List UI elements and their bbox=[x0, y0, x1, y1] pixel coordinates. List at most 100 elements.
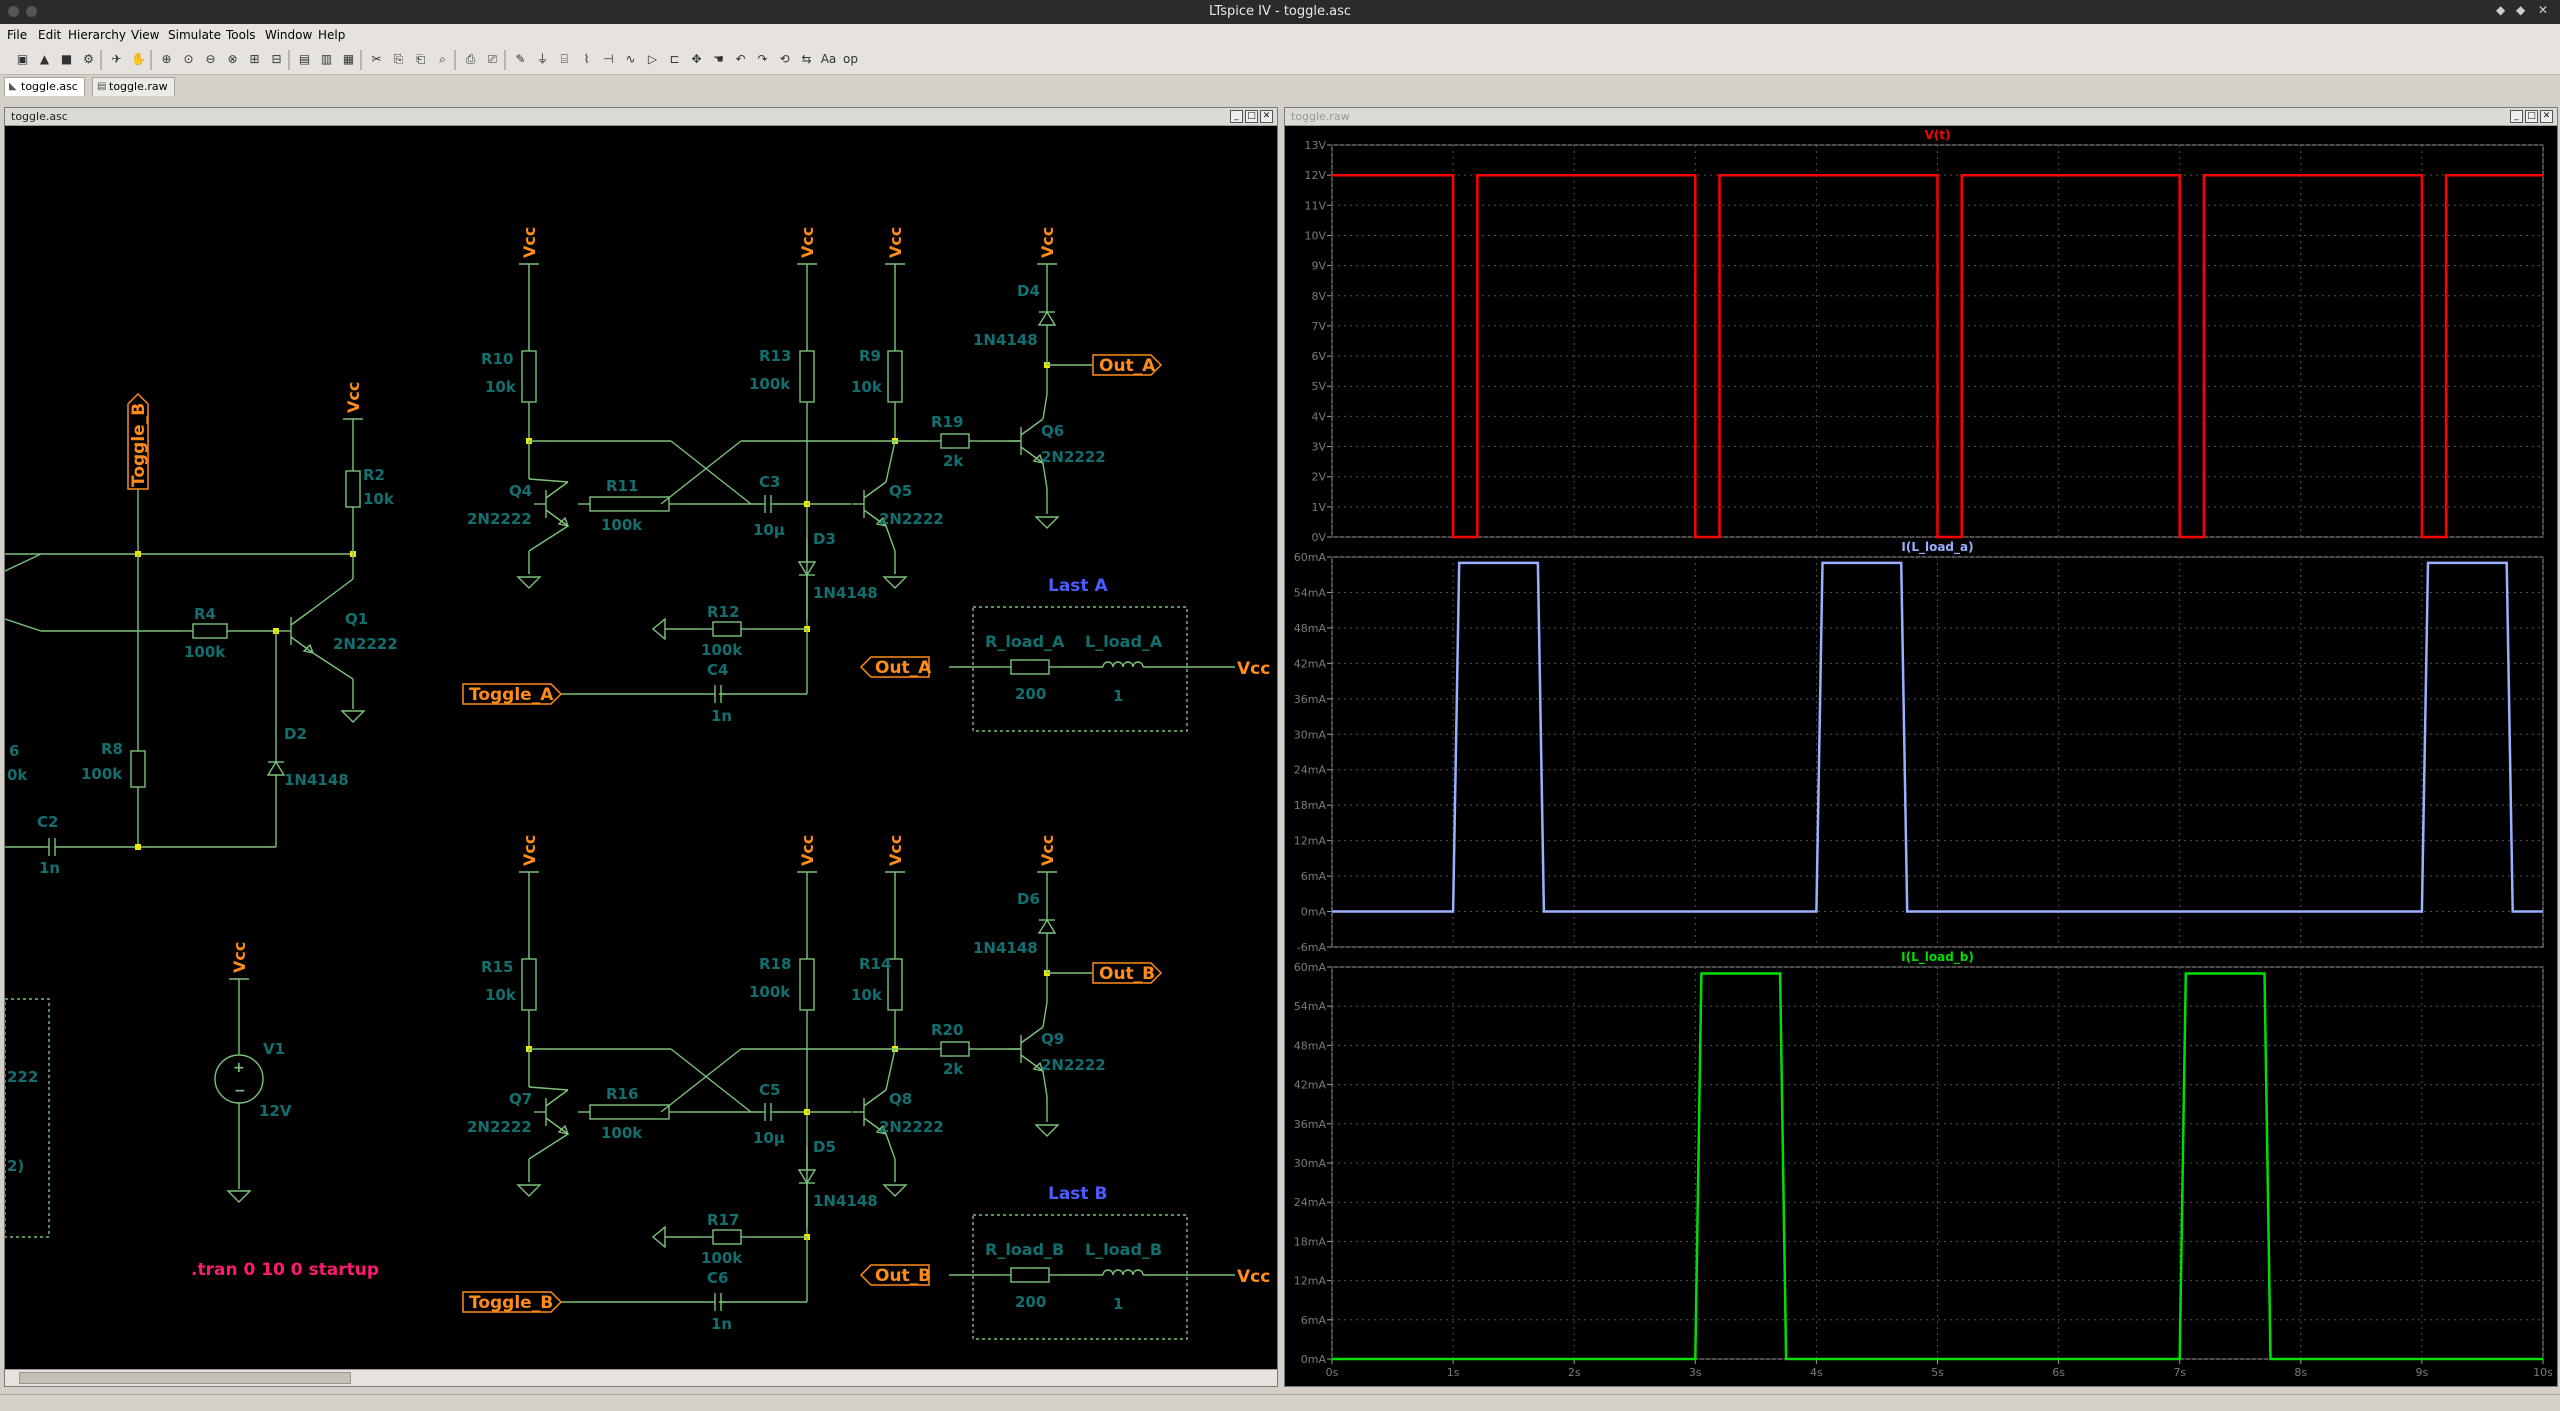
tab-toggle-raw[interactable]: ▤ toggle.raw bbox=[92, 77, 175, 96]
menu-tools[interactable]: Tools bbox=[226, 28, 256, 42]
ground-icon[interactable]: ⏚ bbox=[536, 52, 549, 66]
zoom-in-icon[interactable]: ⊕ bbox=[161, 52, 172, 66]
cut-icon[interactable]: ✂ bbox=[371, 52, 382, 66]
menu-view[interactable]: View bbox=[131, 28, 160, 42]
undo-icon[interactable]: ↶ bbox=[735, 52, 746, 66]
tab-toggle-asc[interactable]: ◣ toggle.asc bbox=[4, 77, 85, 96]
window-close-icon[interactable]: ✕ bbox=[2538, 3, 2549, 17]
close-dot-icon[interactable] bbox=[8, 6, 19, 17]
schematic-canvas[interactable]: Toggle_BVccR210kR4100kR8100kQ12N2222D21N… bbox=[5, 126, 1277, 1370]
inductor-icon[interactable]: ∿ bbox=[625, 52, 636, 66]
rotate-icon[interactable]: ⟲ bbox=[779, 52, 790, 66]
label-D2-value: 1N4148 bbox=[284, 771, 349, 789]
schematic-close-button[interactable]: ✕ bbox=[1260, 110, 1273, 123]
trace-line-2 bbox=[1332, 561, 2543, 913]
resistor-icon[interactable]: ⌇ bbox=[583, 52, 590, 66]
menu-file[interactable]: File bbox=[7, 28, 28, 42]
window-maximize-icon[interactable]: ◆ bbox=[2516, 3, 2526, 17]
inductor-coil bbox=[1122, 1269, 1134, 1276]
minimize-dot-icon[interactable] bbox=[26, 6, 37, 17]
tile-vertical-icon[interactable]: ▦ bbox=[342, 52, 355, 66]
wire bbox=[863, 509, 887, 527]
wire-icon[interactable]: ✎ bbox=[515, 52, 526, 66]
label-R16-value: 100k bbox=[601, 1124, 643, 1142]
run-icon[interactable]: ✈ bbox=[111, 52, 122, 66]
transistor-arrow bbox=[875, 1124, 888, 1135]
label-D6: D6 bbox=[1017, 890, 1040, 908]
label-icon[interactable]: ⌸ bbox=[560, 52, 569, 66]
label-D4-value: 1N4148 bbox=[973, 331, 1038, 349]
redo-icon[interactable]: ↷ bbox=[757, 52, 768, 66]
cascade-icon[interactable]: ▥ bbox=[320, 52, 333, 66]
fit-icon[interactable]: ⊟ bbox=[271, 52, 282, 66]
wire bbox=[863, 481, 887, 499]
wire bbox=[528, 478, 569, 483]
wire bbox=[670, 1048, 752, 1113]
label-LloadB: L_load_B bbox=[1085, 1240, 1162, 1259]
move-icon[interactable]: ✥ bbox=[691, 52, 702, 66]
zoom-pan-icon[interactable]: ⊙ bbox=[183, 52, 194, 66]
resistor-R17 bbox=[712, 1229, 742, 1245]
vcc-label: Vcc bbox=[520, 227, 539, 258]
y-tick-label: 5V bbox=[1311, 380, 1326, 393]
transistor-arrow bbox=[302, 643, 315, 654]
diode-icon[interactable]: ▷ bbox=[647, 52, 658, 66]
zoom-cancel-icon[interactable]: ⊗ bbox=[227, 52, 238, 66]
control-panel-icon[interactable]: ⚙ bbox=[83, 52, 94, 66]
waveform-close-button[interactable]: ✕ bbox=[2540, 110, 2553, 123]
schematic-tab-icon: ◣ bbox=[9, 81, 17, 92]
menu-help[interactable]: Help bbox=[318, 28, 346, 42]
schematic-minimize-button[interactable]: _ bbox=[1230, 110, 1243, 123]
label-R4: R4 bbox=[194, 605, 216, 623]
label-R17-value: 100k bbox=[701, 1249, 743, 1267]
print-icon[interactable]: ⎙ bbox=[465, 52, 476, 66]
load-box bbox=[972, 1214, 1188, 1340]
find-icon[interactable]: ⌕ bbox=[439, 52, 446, 66]
toolbar-separator bbox=[504, 50, 506, 70]
vcc-label: Vcc bbox=[344, 382, 363, 413]
window-minimize-icon[interactable]: ◆ bbox=[2496, 3, 2506, 17]
label-R14: R14 bbox=[859, 955, 891, 973]
toolbar-separator bbox=[454, 50, 456, 70]
drag-icon[interactable]: ☚ bbox=[713, 52, 724, 66]
tag-out_b-in: Out_B bbox=[875, 1266, 931, 1286]
print-preview-icon[interactable]: ⎚ bbox=[487, 52, 498, 66]
resistor-R12 bbox=[712, 621, 742, 637]
wire bbox=[670, 440, 752, 505]
menu-edit[interactable]: Edit bbox=[38, 28, 62, 42]
text-icon[interactable]: Aa bbox=[820, 52, 837, 66]
mirror-icon[interactable]: ⇆ bbox=[801, 52, 812, 66]
zoom-out-icon[interactable]: ⊖ bbox=[205, 52, 216, 66]
open-icon[interactable]: ▲ bbox=[39, 52, 50, 66]
label-RloadB: R_load_B bbox=[985, 1240, 1064, 1259]
save-icon[interactable]: ■ bbox=[60, 52, 73, 66]
halt-icon[interactable]: ✋ bbox=[131, 52, 146, 66]
wire bbox=[312, 652, 354, 680]
label-RloadA: R_load_A bbox=[985, 632, 1065, 651]
capacitor-icon[interactable]: ⊣ bbox=[603, 52, 614, 66]
spice-directive-icon[interactable]: op bbox=[843, 52, 858, 66]
menu-hierarchy[interactable]: Hierarchy bbox=[68, 28, 127, 42]
waveform-canvas[interactable]: 13V12V11V10V9V8V7V6V5V4V3V2V1V0VV(t)60mA… bbox=[1285, 126, 2557, 1386]
menu-simulate[interactable]: Simulate bbox=[168, 28, 222, 42]
autoscale-icon[interactable]: ⊞ bbox=[249, 52, 260, 66]
new-schematic-icon[interactable]: ▣ bbox=[16, 52, 29, 66]
copy-icon[interactable]: ⎘ bbox=[393, 52, 404, 66]
diode bbox=[797, 1169, 817, 1185]
wire bbox=[545, 1117, 569, 1135]
label-R19-value: 2k bbox=[943, 452, 964, 470]
paste-icon[interactable]: ⎗ bbox=[415, 52, 426, 66]
schematic-restore-button[interactable]: □ bbox=[1245, 110, 1258, 123]
y-tick-label: 42mA bbox=[1294, 657, 1327, 670]
waveform-minimize-button[interactable]: _ bbox=[2510, 110, 2523, 123]
label-C2-value: 1n bbox=[39, 859, 60, 877]
component-icon[interactable]: ⊏ bbox=[669, 52, 680, 66]
menu-window[interactable]: Window bbox=[265, 28, 313, 42]
waveform-restore-button[interactable]: □ bbox=[2525, 110, 2538, 123]
schematic-hscrollbar[interactable] bbox=[5, 1369, 1277, 1386]
tile-horizontal-icon[interactable]: ▤ bbox=[298, 52, 311, 66]
x-tick-label: 5s bbox=[1931, 1366, 1944, 1379]
scroll-thumb[interactable] bbox=[19, 1372, 351, 1384]
